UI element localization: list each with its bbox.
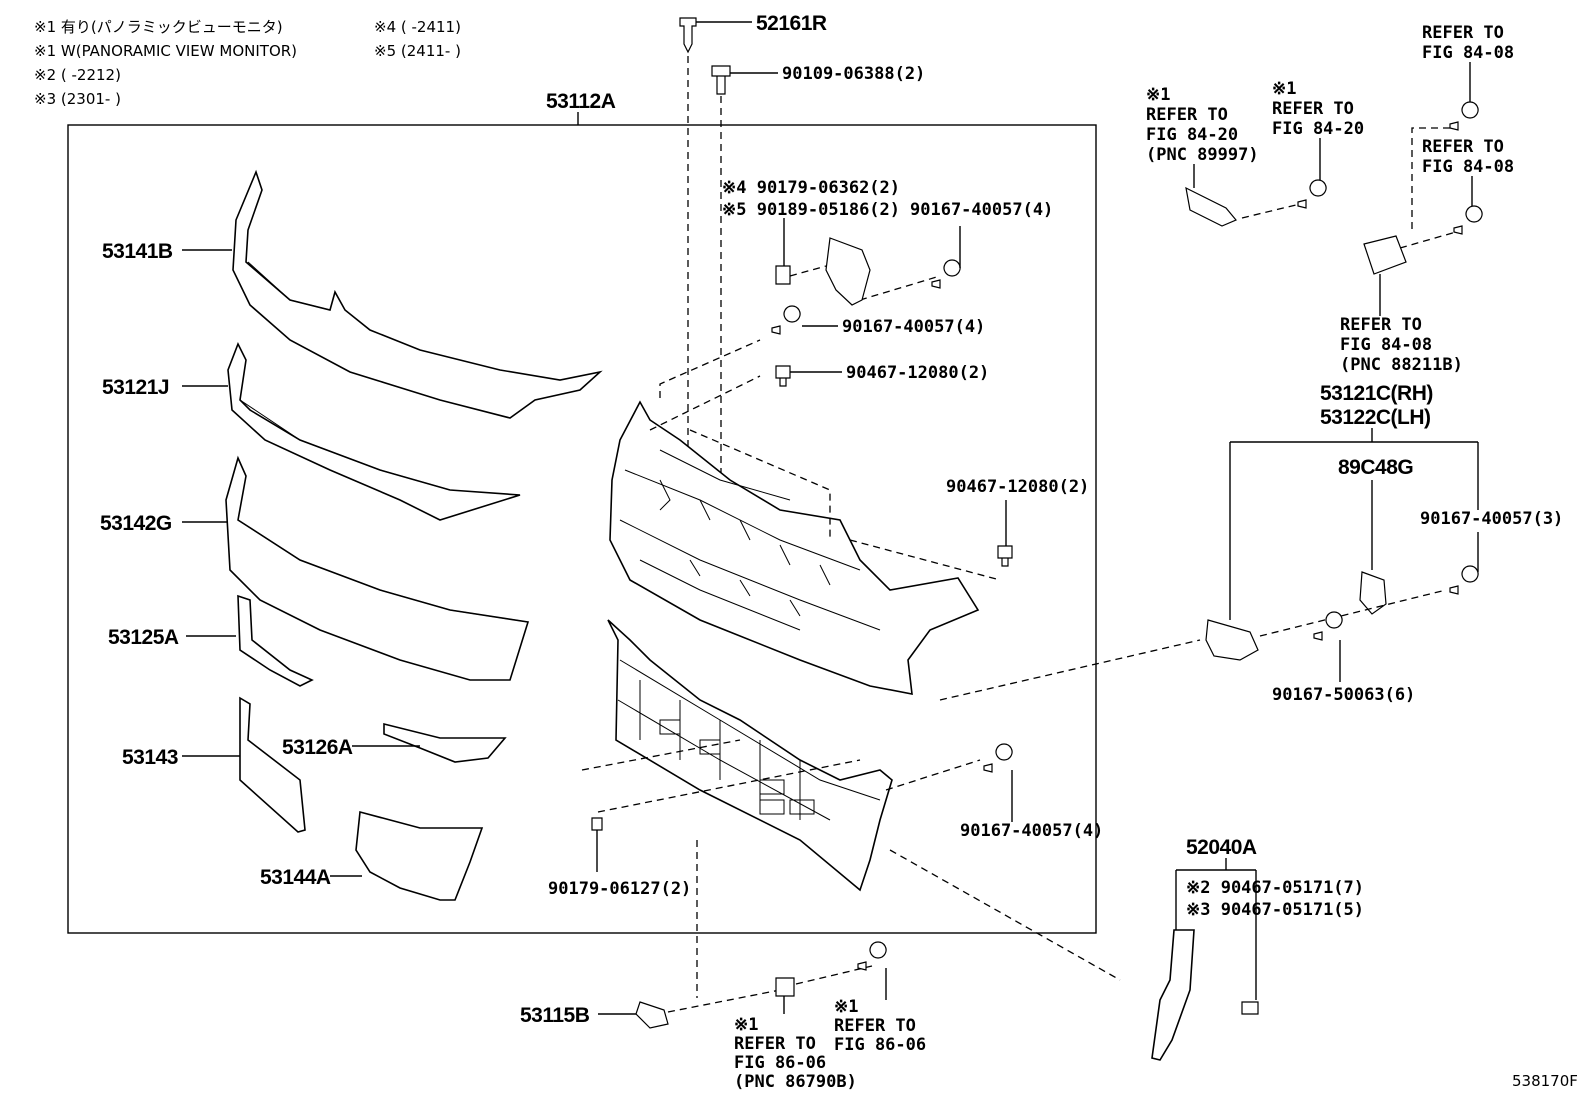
label-90167-50063: 90167-50063(6)	[1272, 685, 1415, 705]
note-4: ※4 ( -2411)	[374, 18, 461, 36]
label-53122C: 53122C(LH)	[1320, 406, 1431, 429]
note-2: ※2 ( -2212)	[34, 66, 121, 84]
label-52040A: 52040A	[1186, 836, 1257, 859]
header-notes: ※1 有り(パノラミックビューモニタ) ※1 W(PANORAMIC VIEW …	[34, 18, 461, 108]
label-53112A: 53112A	[546, 90, 616, 113]
ref-86-06-right: ※1 REFER TO FIG 86-06	[834, 997, 926, 1055]
label-90467-05171-5: ※3 90467-05171(5)	[1186, 900, 1364, 920]
note-3: ※3 (2301- )	[34, 90, 121, 108]
label-90167-top: 90167-40057(4)	[910, 200, 1053, 220]
clip-90467-right: 90467-12080(2)	[946, 477, 1089, 567]
part-53125A: 53125A	[108, 594, 314, 687]
label-90467-05171-7: ※2 90467-05171(7)	[1186, 878, 1364, 898]
note-1-jp: ※1 有り(パノラミックビューモニタ)	[34, 18, 283, 36]
ref-r1-line3: FIG 84-20	[1146, 125, 1238, 145]
ref-r4-line1: REFER TO	[1422, 137, 1504, 157]
ref-r3-line1: REFER TO	[1422, 23, 1504, 43]
ref-r7-line3: FIG 86-06	[834, 1035, 926, 1055]
label-90179-06362: ※4 90179-06362(2)	[722, 178, 900, 198]
bolt-90167-low: 90167-40057(4)	[960, 743, 1103, 841]
label-53125A: 53125A	[108, 626, 179, 649]
note-5: ※5 (2411- )	[374, 42, 461, 60]
ref-r6-line4: (PNC 86790B)	[734, 1072, 857, 1092]
ref-r6-line2: REFER TO	[734, 1034, 816, 1054]
label-53142G: 53142G	[100, 512, 172, 535]
grille-upper-structure	[609, 400, 980, 695]
part-53121J: 53121J	[102, 342, 521, 521]
label-53126A: 53126A	[282, 736, 353, 759]
part-53115B: 53115B	[520, 965, 873, 1029]
label-53143: 53143	[122, 746, 178, 769]
label-90167-40057-3: 90167-40057(3)	[1420, 509, 1563, 529]
dash-upper-5	[859, 275, 941, 301]
ref-r7-line2: REFER TO	[834, 1016, 916, 1036]
dash-upper-3	[689, 429, 831, 540]
part-53141B: 53141B	[102, 169, 603, 419]
ref-r5-line2: FIG 84-08	[1340, 335, 1432, 355]
clip-90467-top: 90467-12080(2)	[775, 363, 989, 387]
ref-r6-line1: ※1	[734, 1015, 758, 1035]
ref-r6-line3: FIG 86-06	[734, 1053, 826, 1073]
sensor-86790B	[775, 977, 795, 1014]
label-52161R: 52161R	[756, 12, 827, 35]
ref-r5-line3: (PNC 88211B)	[1340, 355, 1463, 375]
dash-to-53121C	[939, 639, 1201, 701]
label-53141B: 53141B	[102, 240, 173, 263]
label-53115B: 53115B	[520, 1004, 590, 1027]
bolt-90167-top: 90167-40057(4)	[910, 200, 1053, 289]
group-52040A: 52040A ※2 90467-05171(7) ※3 90467-05171(…	[1151, 836, 1364, 1061]
clip-90179-06127: 90179-06127(2)	[548, 817, 691, 899]
dash-to-52040A	[889, 849, 1121, 981]
bolt-86-06	[857, 941, 887, 1000]
assembly-frame	[67, 124, 1097, 934]
bolt-90167-mid: 90167-40057(4)	[771, 305, 985, 337]
ref-84-08-mid: REFER TO FIG 84-08	[1399, 137, 1514, 249]
ref-84-20-b: ※1 REFER TO FIG 84-20	[1241, 79, 1364, 219]
label-90167-low: 90167-40057(4)	[960, 821, 1103, 841]
group-53121C: 53121C(RH) 53122C(LH) 89C48G 90167-40057…	[1205, 382, 1563, 705]
label-90167-mid: 90167-40057(4)	[842, 317, 985, 337]
part-53144A: 53144A	[260, 810, 484, 901]
grille-lower-structure	[607, 619, 893, 892]
dash-lower-3	[885, 759, 981, 791]
label-53144A: 53144A	[260, 866, 331, 889]
part-53126A: 53126A	[282, 722, 507, 763]
dash-lower-2	[597, 759, 861, 813]
label-90467-right: 90467-12080(2)	[946, 477, 1089, 497]
ref-86-06-left: ※1 REFER TO FIG 86-06 (PNC 86790B)	[734, 1015, 857, 1092]
bolt-90109: 90109-06388(2)	[711, 64, 925, 95]
ref-r1-line2: REFER TO	[1146, 105, 1228, 125]
figure-code: 538170F	[1512, 1072, 1578, 1090]
ref-r4-line2: FIG 84-08	[1422, 157, 1514, 177]
dash-lower-1	[581, 739, 741, 771]
dash-upper-1	[659, 339, 761, 398]
label-89C48G: 89C48G	[1338, 456, 1413, 479]
label-90189-05186: ※5 90189-05186(2)	[722, 200, 900, 220]
part-53143: 53143	[122, 696, 306, 833]
ref-r2-line2: REFER TO	[1272, 99, 1354, 119]
label-90179-06127: 90179-06127(2)	[548, 879, 691, 899]
note-1-en: ※1 W(PANORAMIC VIEW MONITOR)	[34, 42, 297, 60]
ref-r5-line1: REFER TO	[1340, 315, 1422, 335]
ref-r7-line1: ※1	[834, 997, 858, 1017]
dash-upper-4	[849, 539, 1001, 581]
clip-52161R: 52161R	[679, 12, 827, 54]
ref-r2-line1: ※1	[1272, 79, 1296, 99]
ref-r1-line1: ※1	[1146, 85, 1170, 105]
label-53121C: 53121C(RH)	[1320, 382, 1433, 405]
sensor-88211B: REFER TO FIG 84-08 (PNC 88211B)	[1340, 235, 1463, 375]
ref-84-08-top: REFER TO FIG 84-08	[1411, 23, 1514, 230]
ref-84-20-a: ※1 REFER TO FIG 84-20 (PNC 89997)	[1146, 85, 1259, 227]
label-53121J: 53121J	[102, 376, 169, 399]
label-90467-top: 90467-12080(2)	[846, 363, 989, 383]
ref-r3-line2: FIG 84-08	[1422, 43, 1514, 63]
part-53142G: 53142G	[100, 455, 530, 681]
bracket-middle: ※4 90179-06362(2) ※5 90189-05186(2)	[722, 178, 900, 306]
dash-upper-2	[649, 375, 761, 431]
ref-r2-line3: FIG 84-20	[1272, 119, 1364, 139]
label-90109-06388: 90109-06388(2)	[782, 64, 925, 84]
ref-r1-line4: (PNC 89997)	[1146, 145, 1259, 165]
